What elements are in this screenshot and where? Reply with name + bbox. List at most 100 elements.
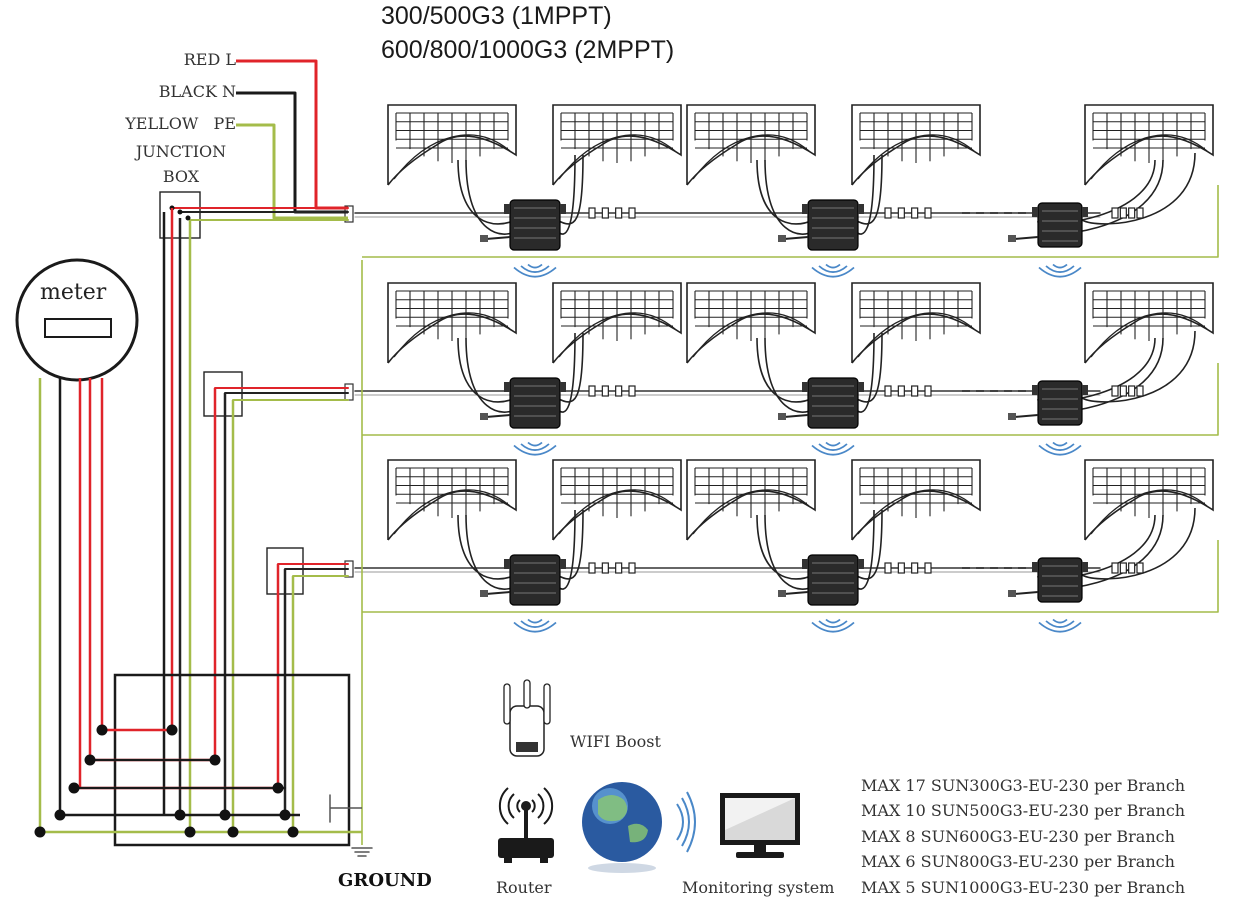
neutral-wire	[236, 91, 348, 214]
terminal-dot	[227, 826, 239, 838]
dc-cable	[1081, 152, 1196, 225]
wireless-signal-icon	[811, 263, 855, 278]
terminal-dot	[84, 754, 96, 766]
microinverter-icon	[778, 199, 864, 251]
wifi-booster-icon	[503, 679, 551, 757]
yellow-wire-label: YELLOW PE	[125, 114, 236, 133]
terminal-dot	[185, 215, 191, 221]
solar-panel-icon	[851, 104, 981, 186]
title-line-2: 600/800/1000G3 (2MPPT)	[381, 36, 675, 64]
black-wire-label: BLACK N	[158, 82, 236, 101]
wireless-signal-icon	[1038, 618, 1082, 633]
terminal-dot	[166, 724, 178, 736]
red-wire-label: RED L	[183, 50, 236, 69]
live-wire	[100, 378, 172, 732]
ground-label: GROUND	[338, 870, 432, 891]
pv-branch	[344, 282, 1219, 456]
max-branch-line: MAX 8 SUN600G3-EU-230 per Branch	[861, 827, 1175, 846]
junction-box-label: JUNCTION	[135, 142, 227, 161]
ac-connector-icon	[588, 562, 636, 574]
earth-wire	[362, 185, 1219, 258]
terminal-dot	[34, 826, 46, 838]
max-branch-line: MAX 10 SUN500G3-EU-230 per Branch	[861, 801, 1186, 820]
pv-branch	[344, 104, 1219, 278]
solar-panel-icon	[552, 282, 682, 364]
ac-connector-icon	[588, 207, 636, 219]
solar-panel-icon	[387, 282, 517, 364]
wireless-signal-icon	[513, 263, 557, 278]
terminal-dot	[96, 724, 108, 736]
wifi-boost-label: WIFI Boost	[570, 732, 661, 751]
trunk-end-cap	[344, 205, 354, 223]
ac-connector-icon	[1111, 207, 1144, 219]
live-wire	[236, 59, 348, 210]
wireless-signal-icon	[811, 441, 855, 456]
solar-panel-icon	[851, 459, 981, 541]
dc-cable	[854, 509, 883, 580]
solar-panel-icon	[387, 459, 517, 541]
solar-panel-icon	[686, 104, 816, 186]
ac-connector-icon	[588, 385, 636, 397]
network-devices	[498, 679, 800, 873]
ac-connector-icon	[1111, 385, 1144, 397]
microinverter-icon	[480, 199, 566, 251]
dc-cable	[854, 154, 883, 225]
terminal-dot	[287, 826, 299, 838]
solar-panel-icon	[552, 104, 682, 186]
ac-connector-icon	[884, 207, 932, 219]
solar-panel-icon	[686, 459, 816, 541]
monitoring-system-label: Monitoring system	[682, 878, 835, 897]
terminal-dot	[184, 826, 196, 838]
terminal-dot	[54, 809, 66, 821]
microinverter-icon	[1008, 202, 1088, 248]
microinverter-icon	[1008, 380, 1088, 426]
solar-panel-icon	[1084, 104, 1214, 186]
meter-label: meter	[40, 280, 107, 305]
max-branch-line: MAX 17 SUN300G3-EU-230 per Branch	[861, 776, 1186, 795]
microinverter-icon	[1008, 557, 1088, 603]
title-line-1: 300/500G3 (1MPPT)	[381, 2, 612, 30]
solar-panel-icon	[552, 459, 682, 541]
pv-branches	[344, 104, 1219, 633]
meter-display	[44, 318, 112, 338]
terminal-dot	[219, 809, 231, 821]
terminal-dot	[272, 782, 284, 794]
ac-connector-icon	[884, 562, 932, 574]
microinverter-icon	[778, 554, 864, 606]
wireless-signal-icon	[513, 618, 557, 633]
wireless-signal-icon	[1038, 263, 1082, 278]
microinverter-icon	[480, 554, 566, 606]
grid-wiring	[15, 59, 373, 857]
solar-panel-icon	[686, 282, 816, 364]
ac-connector-icon	[884, 385, 932, 397]
earth-wire	[362, 363, 1219, 436]
dc-cable	[1081, 330, 1196, 403]
dc-cable	[1081, 507, 1196, 580]
solar-panel-icon	[387, 104, 517, 186]
router-icon	[498, 787, 554, 863]
router-label: Router	[496, 878, 552, 897]
globe-icon	[582, 782, 662, 873]
solar-panel-icon	[851, 282, 981, 364]
terminal-dot	[68, 782, 80, 794]
earth-wire	[236, 123, 348, 220]
monitor-icon	[720, 793, 800, 858]
wireless-signal-icon	[1038, 441, 1082, 456]
microinverter-icon	[480, 377, 566, 429]
wireless-signal-icon	[513, 441, 557, 456]
solar-panel-icon	[1084, 459, 1214, 541]
wireless-signal-icon	[811, 618, 855, 633]
terminal-dot	[174, 809, 186, 821]
live-wire	[88, 378, 215, 762]
dc-cable	[854, 332, 883, 403]
dc-cable	[556, 332, 584, 403]
solar-panel-icon	[1084, 282, 1214, 364]
terminal-dot	[209, 754, 221, 766]
earth-wire	[362, 540, 1219, 613]
terminal-dot	[279, 809, 291, 821]
wireless-signal-icon	[676, 791, 696, 853]
ac-connector-icon	[1111, 562, 1144, 574]
max-branch-line: MAX 5 SUN1000G3-EU-230 per Branch	[861, 878, 1186, 897]
pv-branch	[344, 459, 1219, 633]
